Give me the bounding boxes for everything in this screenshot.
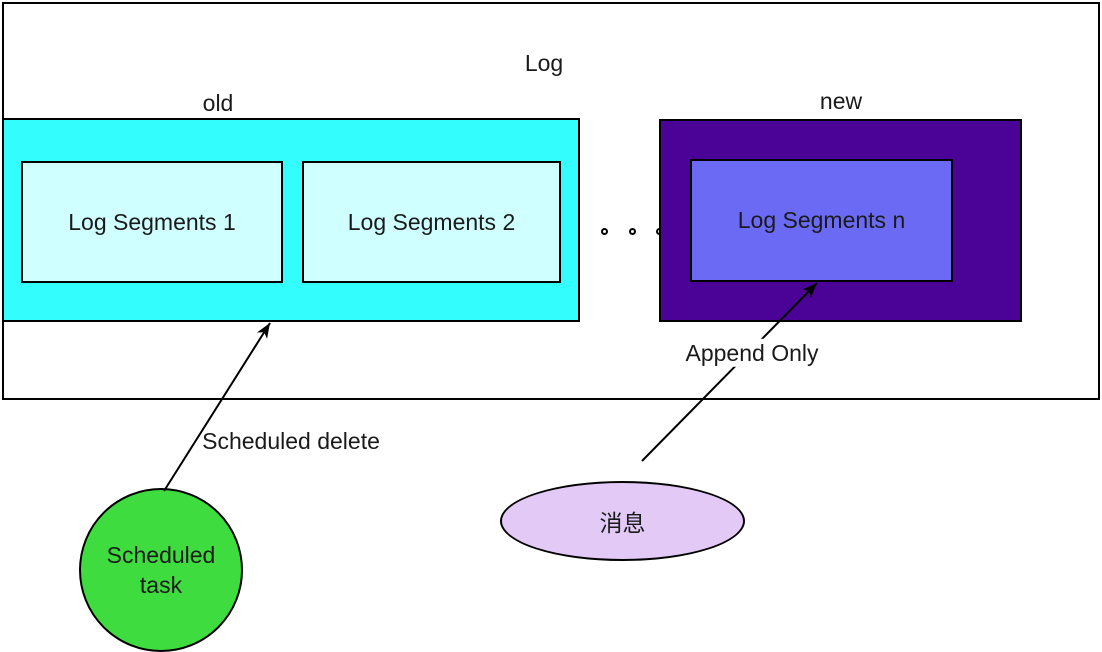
new-group-label: new — [819, 87, 863, 114]
log-segment-n-label: Log Segments n — [737, 207, 906, 233]
log-segment-n-box: Log Segments n — [690, 159, 953, 282]
new-segments-group: Log Segments n — [659, 119, 1022, 322]
scheduled-task-node: Scheduled task — [79, 488, 243, 652]
append-only-label: Append Only — [682, 338, 822, 368]
message-label: 消息 — [599, 510, 646, 536]
ellipsis-dots — [601, 225, 663, 237]
scheduled-task-label-line1: Scheduled — [106, 542, 216, 568]
old-group-label: old — [202, 89, 234, 116]
log-segment-2-label: Log Segments 2 — [347, 208, 516, 235]
scheduled-delete-label: Scheduled delete — [202, 427, 380, 454]
log-title: Log — [524, 49, 564, 76]
log-segment-1-label: Log Segments 1 — [68, 208, 236, 235]
scheduled-task-label-line2: task — [139, 572, 183, 598]
old-segments-group: Log Segments 1 Log Segments 2 — [2, 118, 580, 322]
ellipsis-dot — [628, 227, 636, 235]
message-node: 消息 — [500, 481, 745, 561]
log-segment-1-box: Log Segments 1 — [21, 161, 283, 283]
log-segment-2-box: Log Segments 2 — [302, 161, 561, 283]
ellipsis-dot — [601, 227, 608, 235]
